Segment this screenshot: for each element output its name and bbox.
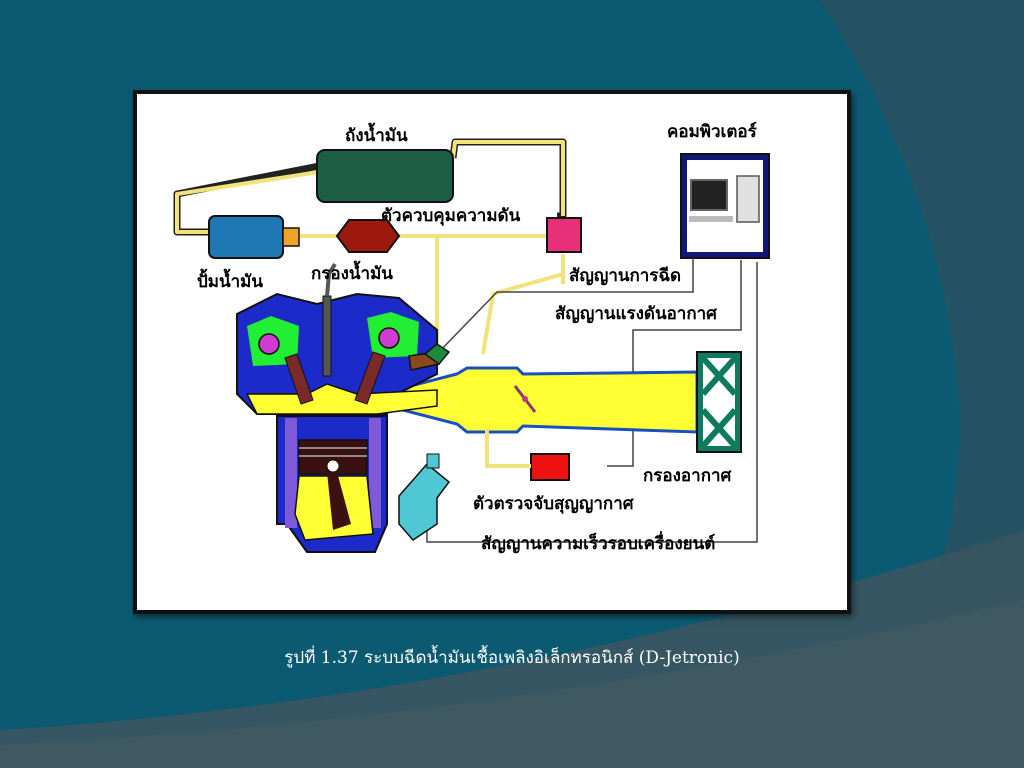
air-filter-inner bbox=[703, 358, 735, 446]
diagram-frame: ถังน้ำมัน คอมพิวเตอร์ ตัวควบคุมความดัน ป… bbox=[133, 90, 851, 614]
distributor bbox=[398, 462, 451, 541]
fuel-pump-nozzle bbox=[282, 227, 300, 247]
vacuum-sensor-line bbox=[485, 428, 531, 468]
computer-monitor bbox=[690, 179, 728, 211]
computer-tower bbox=[736, 175, 760, 223]
air-filter-element bbox=[700, 356, 738, 448]
spark-plug-wire bbox=[325, 262, 337, 297]
cylinder-wall-right bbox=[369, 418, 381, 528]
label-computer: คอมพิวเตอร์ bbox=[667, 122, 757, 142]
signal-lines bbox=[426, 258, 758, 543]
fuel-pump bbox=[208, 215, 284, 259]
computer-keyboard bbox=[689, 216, 733, 222]
camshaft-left bbox=[258, 333, 280, 355]
background-bottom-band bbox=[0, 600, 1024, 768]
distributor-terminal bbox=[426, 453, 440, 469]
label-air-pressure-signal: สัญญานแรงดันอากาศ bbox=[555, 304, 717, 324]
label-fuel-filter: กรองน้ำมัน bbox=[311, 264, 393, 284]
intake-valve-left bbox=[284, 353, 314, 405]
camshaft-right bbox=[378, 327, 400, 349]
intake-port bbox=[245, 383, 438, 415]
throttle-pivot bbox=[522, 396, 528, 402]
label-engine-speed-signal: สัญญานความเร็วรอบเครื่องยนต์ bbox=[481, 534, 716, 554]
intake-valve-right bbox=[354, 351, 386, 405]
fuel-tank bbox=[316, 149, 454, 203]
figure-caption: รูปที่ 1.37 ระบบฉีดน้ำมันเชื้อเพลิงอิเล็… bbox=[284, 648, 740, 668]
cylinder-wall-left bbox=[285, 418, 297, 528]
spark-plug bbox=[322, 295, 332, 377]
fuel-filter bbox=[335, 219, 401, 253]
label-injection-signal: สัญญานการฉีด bbox=[569, 266, 682, 286]
piston-pin bbox=[326, 459, 340, 473]
fuel-injection-diagram bbox=[173, 138, 770, 553]
pressure-regulator bbox=[546, 217, 582, 253]
label-fuel-tank: ถังน้ำมัน bbox=[345, 126, 408, 146]
connecting-rod bbox=[327, 472, 351, 530]
label-air-filter: กรองอากาศ bbox=[643, 466, 732, 486]
label-fuel-pump: ปั้มน้ำมัน bbox=[197, 272, 263, 292]
label-pressure-regulator: ตัวควบคุมความดัน bbox=[381, 206, 521, 226]
vacuum-sensor bbox=[530, 453, 570, 481]
label-vacuum-sensor: ตัวตรวจจับสุญญากาศ bbox=[473, 494, 634, 514]
injector-nozzle bbox=[423, 343, 451, 366]
